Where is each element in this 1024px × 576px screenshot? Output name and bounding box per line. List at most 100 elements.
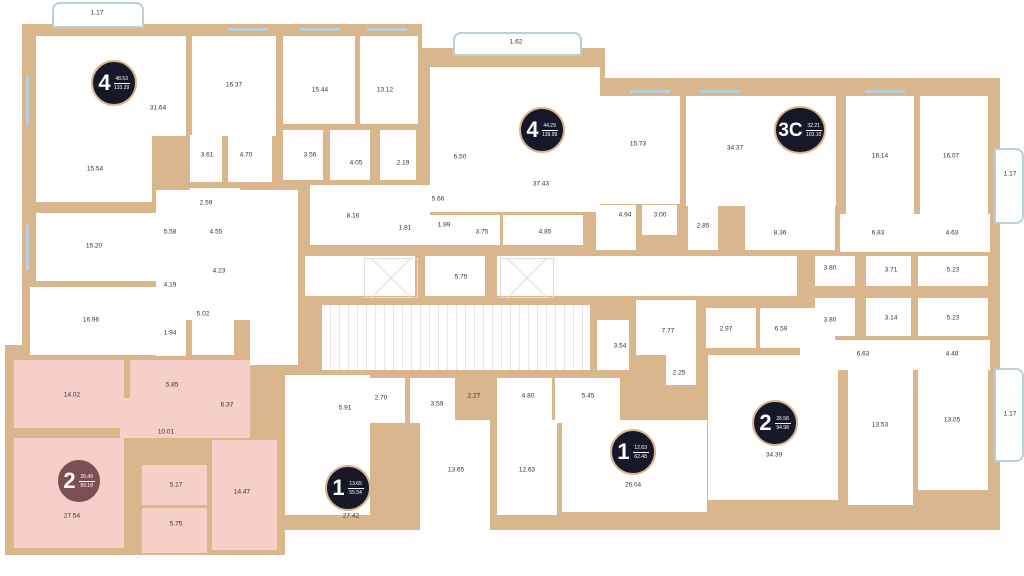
area-label: 3.75	[475, 228, 489, 236]
area-label: 4.94	[618, 211, 632, 219]
apartment-badge[interactable]: 3С 32.21 103.10	[774, 106, 826, 154]
window	[630, 90, 670, 93]
area-label: 5.23	[946, 314, 960, 322]
area-label: 2.97	[719, 325, 733, 333]
area-label: 3.54	[613, 342, 627, 350]
total-area: 133.29	[113, 84, 130, 91]
total-area: 103.10	[805, 131, 822, 138]
area-label: 5.66	[431, 195, 445, 203]
area-label: 1.62	[509, 38, 523, 46]
area-label: 5.17	[169, 481, 183, 489]
area-label: 3.71	[884, 266, 898, 274]
window	[300, 28, 340, 31]
area-label: 16.07	[942, 152, 960, 160]
area-label: 5.45	[581, 392, 595, 400]
area-label: 1.17	[1003, 170, 1017, 178]
area-label: 5.85	[165, 381, 179, 389]
room-count: 3С	[778, 119, 803, 141]
balcony[interactable]	[453, 32, 582, 56]
area-label: 10.01	[157, 428, 175, 436]
area-label: 4.80	[521, 392, 535, 400]
living-area: 12.63	[634, 444, 647, 451]
area-label: 2.19	[396, 159, 410, 167]
area-label: 6.59	[774, 325, 788, 333]
living-area: 26.58	[776, 415, 789, 422]
elevator-shaft	[364, 258, 418, 298]
selected-apartment-area[interactable]	[14, 360, 124, 428]
area-label: 6.50	[453, 153, 467, 161]
apartment-badge[interactable]: 2 26.58 94.98	[752, 400, 798, 446]
apartment-badge[interactable]: 1 12.63 62.48	[610, 429, 656, 475]
window	[228, 28, 268, 31]
area-label: 6.63	[856, 350, 870, 358]
area-label: 5.02	[196, 310, 210, 318]
area-label: 34.37	[726, 144, 744, 152]
room-count: 1	[332, 475, 345, 500]
living-area: 28.49	[80, 473, 93, 480]
total-area: 62.48	[634, 453, 647, 460]
living-area: 44.29	[543, 122, 556, 129]
area-label: 4.23	[212, 267, 226, 275]
area-label: 2.85	[696, 222, 710, 230]
area-label: 16.37	[225, 81, 243, 89]
area-label: 3.59	[430, 400, 444, 408]
area-label: 2.27	[467, 392, 481, 400]
total-area: 55.54	[349, 489, 362, 496]
area-label: 2.25	[672, 369, 686, 377]
area-label: 4.05	[349, 159, 363, 167]
room-count: 2	[63, 468, 76, 493]
area-label: 3.80	[823, 316, 837, 324]
window	[26, 225, 29, 270]
area-label: 4.19	[163, 281, 177, 289]
balcony[interactable]	[994, 148, 1024, 224]
area-label: 26.04	[624, 481, 642, 489]
area-label: 5.58	[163, 228, 177, 236]
total-area: 94.98	[776, 424, 789, 431]
area-label: 4.63	[945, 229, 959, 237]
area-label: 27.54	[63, 512, 81, 520]
living-area: 32.21	[807, 122, 820, 129]
window	[700, 90, 740, 93]
area-label: 13.53	[871, 421, 889, 429]
room-count: 2	[759, 410, 772, 435]
area-label: 3.61	[200, 151, 214, 159]
area-label: 1.17	[90, 9, 104, 17]
area-label: 14.47	[233, 488, 251, 496]
area-label: 13.05	[943, 416, 961, 424]
area-label: 2.70	[374, 394, 388, 402]
balcony[interactable]	[994, 368, 1024, 462]
area-label: 3.00	[653, 211, 667, 219]
area-label: 6.83	[871, 229, 885, 237]
balcony[interactable]	[52, 2, 144, 28]
area-label: 13.65	[447, 466, 465, 474]
area-label: 12.63	[518, 466, 536, 474]
area-label: 5.75	[169, 520, 183, 528]
area-label: 3.14	[884, 314, 898, 322]
area-label: 14.02	[63, 391, 81, 399]
area-label: 1.94	[163, 329, 177, 337]
area-label: 27.42	[342, 512, 360, 520]
area-label: 1.81	[398, 224, 412, 232]
area-label: 34.39	[765, 451, 783, 459]
area-label: 37.43	[532, 180, 550, 188]
area-label: 5.75	[454, 273, 468, 281]
area-label: 4.85	[538, 228, 552, 236]
room-count: 1	[617, 439, 630, 464]
window	[367, 28, 407, 31]
window	[26, 75, 29, 125]
area-label: 4.55	[209, 228, 223, 236]
area-label: 7.77	[661, 327, 675, 335]
area-label: 4.70	[239, 151, 253, 159]
area-label: 13.12	[376, 86, 394, 94]
area-label: 2.59	[199, 199, 213, 207]
room-count: 4	[98, 70, 111, 95]
area-label: 1.17	[1003, 410, 1017, 418]
area-label: 31.64	[149, 104, 167, 112]
total-area: 139.99	[541, 131, 558, 138]
area-label: 16.96	[82, 316, 100, 324]
